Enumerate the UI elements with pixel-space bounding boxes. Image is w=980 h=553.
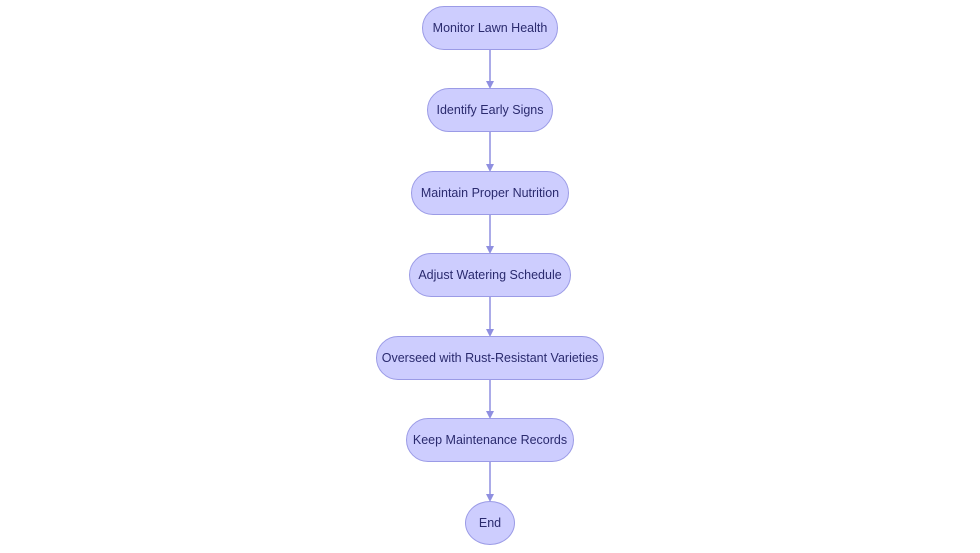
node-adjust-watering-schedule: Adjust Watering Schedule [409, 253, 571, 297]
node-label: Adjust Watering Schedule [418, 268, 562, 282]
node-keep-maintenance-records: Keep Maintenance Records [406, 418, 574, 462]
node-end: End [465, 501, 515, 545]
node-label: End [478, 516, 502, 530]
node-label: Maintain Proper Nutrition [420, 186, 560, 200]
node-monitor-lawn-health: Monitor Lawn Health [422, 6, 558, 50]
node-label: Monitor Lawn Health [432, 21, 548, 35]
node-label: Identify Early Signs [436, 103, 544, 117]
node-overseed-rust-resistant: Overseed with Rust-Resistant Varieties [376, 336, 604, 380]
node-maintain-proper-nutrition: Maintain Proper Nutrition [411, 171, 569, 215]
node-label: Overseed with Rust-Resistant Varieties [381, 351, 599, 365]
node-label: Keep Maintenance Records [412, 433, 568, 447]
node-identify-early-signs: Identify Early Signs [427, 88, 553, 132]
